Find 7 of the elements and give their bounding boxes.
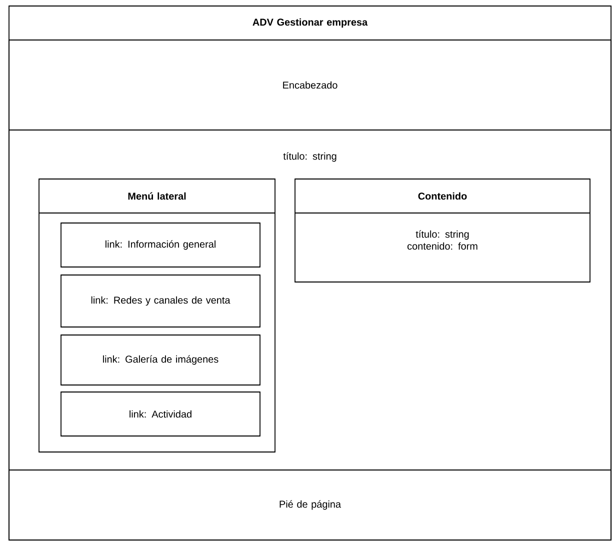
link-box: link: Información general bbox=[60, 222, 260, 268]
link-box: link: Redes y canales de venta bbox=[60, 274, 260, 328]
link-box: link: Galería de imágenes bbox=[60, 334, 260, 386]
header-section: Encabezado bbox=[8, 40, 612, 130]
footer-section: Pié de página bbox=[8, 470, 612, 540]
link-box: link: Actividad bbox=[60, 392, 260, 436]
content-panel: Contenido título: string contenido: form bbox=[294, 178, 590, 282]
